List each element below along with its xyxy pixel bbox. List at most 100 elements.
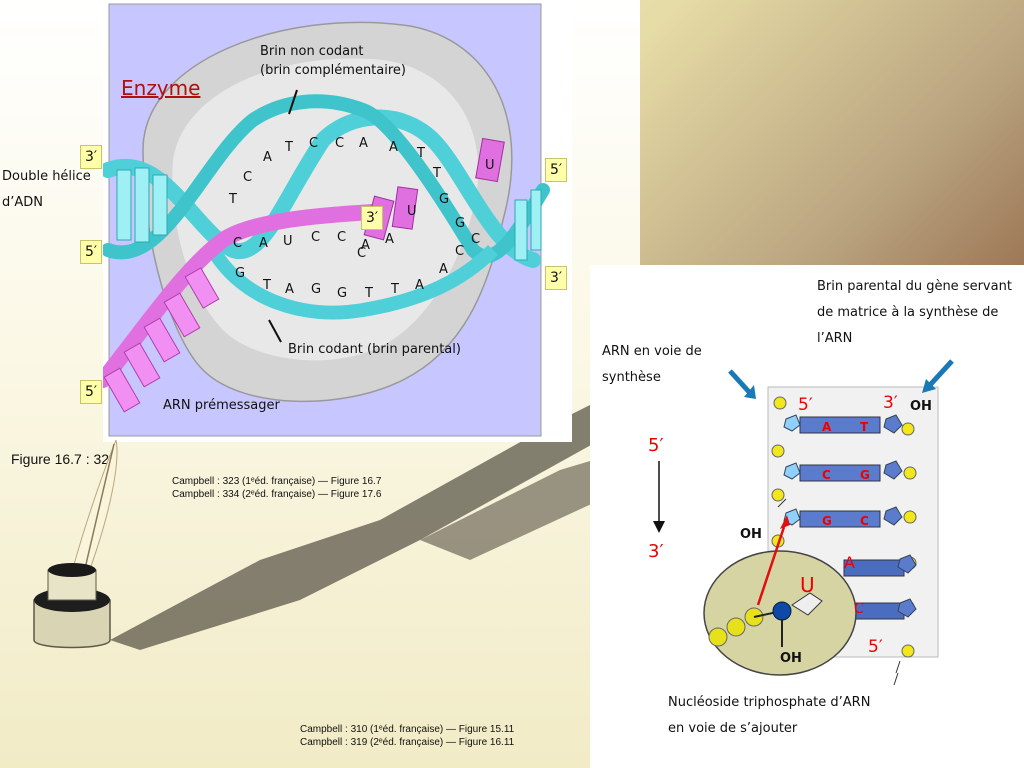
coding-base-letter: G — [311, 282, 322, 297]
dna-base-letter: C — [335, 136, 345, 151]
blue-arrows — [728, 359, 954, 399]
noncoding-line-2: (brin complémentaire) — [260, 63, 406, 78]
citation-top-2: Campbell : 334 (2ᵉéd. française) — Figur… — [172, 489, 382, 500]
dna-base-letter: G — [439, 192, 450, 207]
coding-base-letter: T — [391, 282, 399, 297]
coding-strand-backbone — [207, 245, 498, 320]
rna-base-letter: A — [361, 238, 370, 253]
tag-left-3prime: 3′ — [80, 145, 102, 169]
figure-caption: Figure 16.7 : 323 — [11, 451, 117, 467]
inkwell-body — [33, 599, 111, 649]
incoming-base — [791, 592, 823, 616]
nucleoside-label: Nucléoside triphosphate d’ARN en voie de… — [668, 690, 870, 742]
pair-base-right: C — [860, 514, 869, 528]
rna-base-letter: C — [337, 230, 347, 245]
transcription-illustration — [95, 3, 550, 437]
coding-base-letter: T — [365, 286, 373, 301]
rna-synthesis-line-2: synthèse — [602, 370, 661, 385]
dna-base-letter: A — [389, 140, 398, 155]
rna-base-letter: U — [283, 234, 293, 249]
coding-strand-label: Brin codant (brin parental) — [288, 342, 461, 357]
coding-pointer — [268, 319, 282, 343]
rna-base-letter: C — [311, 230, 321, 245]
coding-base-letter: A — [415, 278, 424, 293]
pair-base-left: A — [822, 420, 832, 434]
tag-right-5prime: 5′ — [545, 158, 567, 182]
incoming-base-letter: U — [800, 573, 815, 597]
coding-base-letter: G — [337, 286, 348, 301]
pair-base-right: T — [860, 420, 869, 434]
dna-base-letter: T — [433, 166, 441, 181]
coding-base-letter: C — [357, 246, 367, 261]
direction-5prime: 5′ — [648, 435, 664, 456]
coding-base-letter: A — [285, 282, 294, 297]
right-sugars — [883, 414, 917, 618]
dna-backbone-top — [100, 109, 541, 268]
coding-base-letter: A — [439, 262, 448, 277]
oh-top: OH — [910, 399, 932, 414]
right-diagram-panel: ARN en voie de synthèse Brin parental du… — [590, 265, 1024, 768]
rna-base-letter: A — [385, 232, 394, 247]
dna-base-letter: C — [243, 170, 253, 185]
oh-bottom: OH — [780, 651, 802, 666]
rna-base-letter: U — [407, 204, 417, 219]
citations-top: Campbell : 323 (1ᵉéd. française) — Figur… — [172, 475, 381, 501]
noncoding-strand-label: Brin non codant (brin complémentaire) — [260, 42, 406, 80]
noncoding-pointer — [288, 89, 298, 115]
inkwell-quill — [33, 440, 118, 649]
citations-bottom: Campbell : 310 (1ᵉéd. française) — Figur… — [300, 723, 514, 749]
dna-base-letter: T — [417, 146, 425, 161]
double-helix-line-1: Double hélice — [2, 169, 91, 184]
dna-base-letter: G — [455, 216, 466, 231]
rna-end-tag: 3′ — [361, 206, 383, 230]
nucleoside-line-1: Nucléoside triphosphate d’ARN — [668, 695, 871, 710]
dna-base-letter: T — [285, 140, 293, 155]
dna-base-letter: A — [263, 150, 272, 165]
citation-bottom-2: Campbell : 319 (2ᵉéd. française) — Figur… — [300, 737, 515, 748]
rna-synthesis-label: ARN en voie de synthèse — [602, 339, 702, 391]
rna-tail-bases — [103, 267, 220, 413]
dna-base-letter: C — [309, 136, 319, 151]
dna-base-letter: T — [229, 192, 237, 207]
noncoding-line-1: Brin non codant — [260, 44, 364, 59]
strand-5prime-bottom: 5′ — [868, 637, 883, 657]
template-next-base: A — [844, 553, 855, 572]
nucleoside-line-2: en voie de s’ajouter — [668, 721, 798, 736]
pairing-diagram — [703, 359, 954, 685]
dna-base-letter: A — [359, 136, 368, 151]
parental-line-3: l’ARN — [817, 331, 853, 346]
tag-left-5prime: 5′ — [80, 240, 102, 264]
rna-base-letter: C — [233, 236, 243, 251]
tag-premrna-5prime: 5′ — [80, 380, 102, 404]
enzyme-label: Enzyme — [121, 76, 201, 100]
pair-base-right: G — [860, 468, 870, 482]
parental-strand-label: Brin parental du gène servant de matrice… — [817, 274, 1012, 352]
rna-backbone — [95, 204, 381, 388]
quill-feather — [69, 440, 118, 581]
direction-arrow — [653, 461, 665, 533]
pair-base-left: G — [822, 514, 832, 528]
rna-synthesis-line-1: ARN en voie de — [602, 344, 702, 359]
rna-base-letter: A — [259, 236, 268, 251]
double-helix-label: Double hélice d’ADN — [2, 164, 91, 216]
rna-base-letter: U — [485, 158, 495, 173]
coding-base-letter: G — [235, 266, 246, 281]
oh-mid: OH — [740, 527, 762, 542]
red-arrow — [756, 526, 786, 606]
pair-base-left: C — [822, 468, 831, 482]
strand-5prime-top: 5′ — [798, 395, 813, 415]
double-helix-line-2: d’ADN — [2, 195, 44, 210]
parental-line-1: Brin parental du gène servant — [817, 279, 1012, 294]
parental-line-2: de matrice à la synthèse de — [817, 305, 999, 320]
coding-base-letter: T — [263, 278, 271, 293]
direction-3prime: 3′ — [648, 541, 664, 562]
strand-3prime-top: 3′ — [883, 393, 898, 413]
citation-top-1: Campbell : 323 (1ᵉéd. française) — Figur… — [172, 476, 382, 487]
dna-left-rungs — [116, 167, 542, 261]
premessenger-label: ARN prémessager — [163, 398, 280, 413]
dna-base-letter: C — [455, 244, 465, 259]
base-pair-bars — [799, 416, 905, 620]
ribose — [772, 601, 792, 621]
